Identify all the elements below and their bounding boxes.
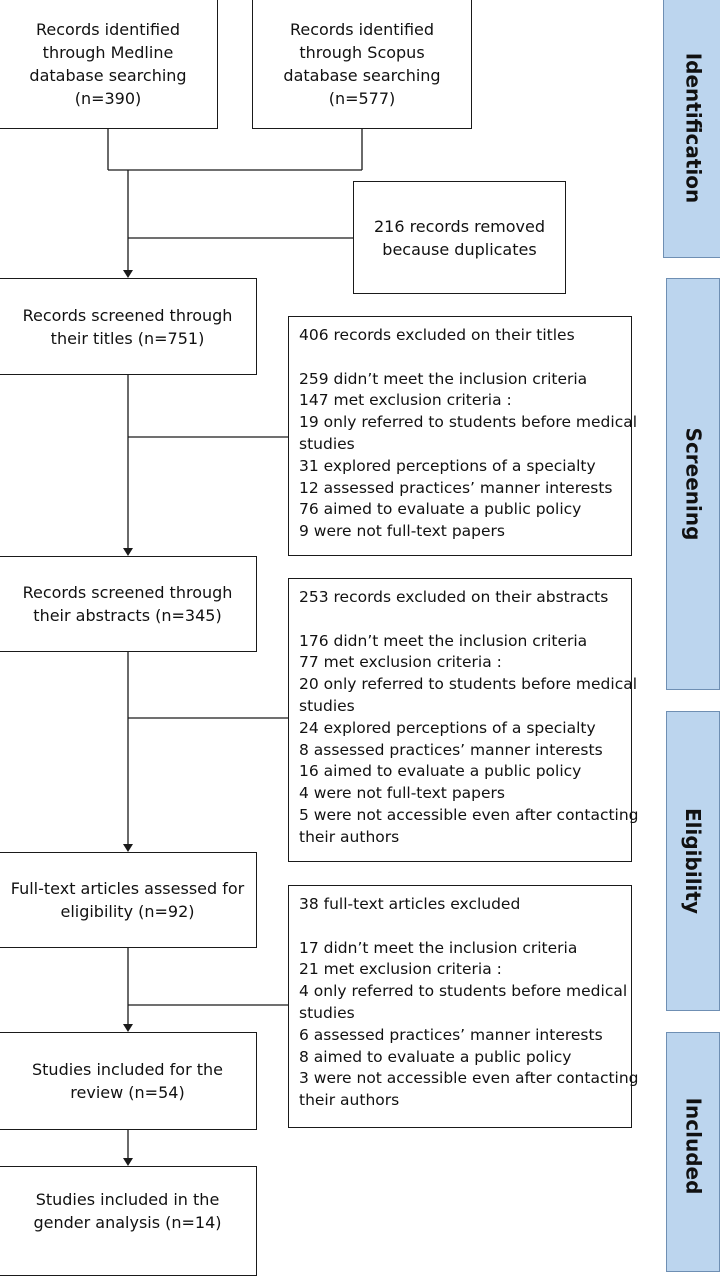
medline-records-text: Records identified through Medline datab… [29, 19, 187, 108]
exclusion-reason: 17 didn’t meet the inclusion criteria [299, 938, 578, 957]
exclusion-reason: 16 aimed to evaluate a public policy [299, 762, 582, 781]
fulltext-excluded-header: 38 full-text articles excluded [299, 895, 521, 913]
abstracts-screened-text: Records screened through their abstracts… [22, 583, 233, 625]
stage-included-label: Included [681, 1097, 706, 1195]
exclusion-reason: 77 met exclusion criteria : [299, 653, 502, 672]
abstracts-excluded-header: 253 records excluded on their abstracts [299, 588, 609, 606]
duplicates-removed-text: 216 records removed because duplicates [373, 216, 546, 259]
stage-included: Included [666, 1032, 720, 1272]
exclusion-reason: 4 were not full-text papers [299, 784, 505, 803]
gender-analysis-box: Studies included in the gender analysis … [0, 1166, 257, 1276]
abstracts-excluded-box: 253 records excluded on their abstracts … [288, 578, 639, 862]
stage-screening: Screening [666, 278, 720, 690]
titles-excluded-header: 406 records excluded on their titles [299, 326, 575, 344]
titles-screened-text: Records screened through their titles (n… [22, 305, 233, 348]
exclusion-reason: studies [299, 696, 355, 715]
scopus-records-text: Records identified through Scopus databa… [283, 19, 441, 108]
exclusion-reason: their authors [299, 827, 400, 846]
scopus-records-box: Records identified through Scopus databa… [252, 0, 472, 129]
review-included-box: Studies included for the review (n=54) [0, 1032, 257, 1130]
exclusion-reason: 8 assessed practices’ manner interests [299, 740, 603, 759]
fulltext-assessed-box: Full-text articles assessed for eligibil… [0, 852, 257, 948]
titles-excluded-box: 406 records excluded on their titles 259… [288, 316, 638, 556]
exclusion-reason: 9 were not full-text papers [299, 522, 505, 541]
exclusion-reason: 76 aimed to evaluate a public policy [299, 500, 582, 519]
fulltext-excluded-box: 38 full-text articles excluded 17 didn’t… [288, 885, 639, 1128]
exclusion-reason: 21 met exclusion criteria : [299, 960, 502, 979]
duplicates-removed-box: 216 records removed because duplicates [353, 181, 566, 294]
exclusion-reason: 5 were not accessible even after contact… [299, 805, 639, 824]
exclusion-reason: 19 only referred to students before medi… [299, 413, 638, 432]
fulltext-assessed-text: Full-text articles assessed for eligibil… [10, 879, 245, 921]
exclusion-reason: studies [299, 1003, 355, 1022]
exclusion-reason: 176 didn’t meet the inclusion criteria [299, 631, 588, 650]
arrowhead-icon [123, 548, 133, 556]
exclusion-reason: 31 explored perceptions of a specialty [299, 456, 596, 475]
arrowhead-icon [123, 844, 133, 852]
stage-eligibility-label: Eligibility [681, 807, 705, 915]
stage-identification-label: Identification [681, 52, 706, 204]
exclusion-reason: 147 met exclusion criteria : [299, 391, 512, 410]
abstracts-screened-box: Records screened through their abstracts… [0, 556, 257, 652]
stage-screening-label: Screening [681, 427, 705, 541]
exclusion-reason: 24 explored perceptions of a specialty [299, 718, 596, 737]
stage-identification: Identification [663, 0, 720, 258]
exclusion-reason: 20 only referred to students before medi… [299, 675, 638, 694]
medline-records-box: Records identified through Medline datab… [0, 0, 218, 129]
arrowhead-icon [123, 1024, 133, 1032]
arrowhead-icon [123, 1158, 133, 1166]
exclusion-reason: 12 assessed practices’ manner interests [299, 478, 613, 497]
exclusion-reason: studies [299, 434, 355, 453]
titles-screened-box: Records screened through their titles (n… [0, 278, 257, 375]
review-included-text: Studies included for the review (n=54) [32, 1060, 223, 1102]
exclusion-reason: 3 were not accessible even after contact… [299, 1069, 639, 1088]
exclusion-reason: their authors [299, 1091, 400, 1110]
exclusion-reason: 259 didn’t meet the inclusion criteria [299, 369, 588, 388]
stage-eligibility: Eligibility [666, 711, 720, 1011]
arrowhead-icon [123, 270, 133, 278]
exclusion-reason: 6 assessed practices’ manner interests [299, 1025, 603, 1044]
exclusion-reason: 4 only referred to students before medic… [299, 982, 628, 1001]
exclusion-reason: 8 aimed to evaluate a public policy [299, 1047, 572, 1066]
gender-analysis-text: Studies included in the gender analysis … [33, 1190, 222, 1232]
